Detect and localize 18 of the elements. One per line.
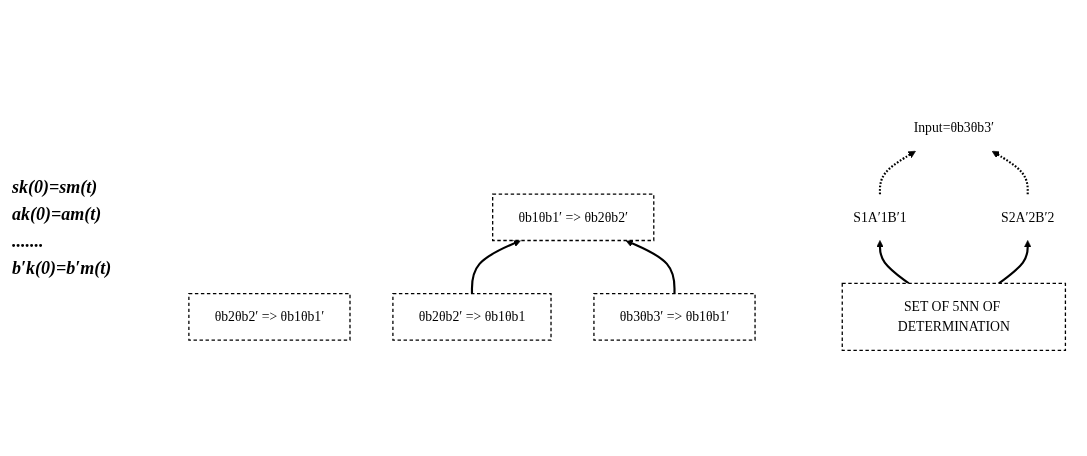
equation-text: ....... (12, 231, 45, 252)
arrow (878, 151, 916, 195)
node-text: Input=θb3θb3′ (913, 120, 995, 136)
node-box: θb2θb2′ => θb1θb1 (392, 293, 552, 342)
node-box: SET OF 5NN OF DETERMINATION (841, 283, 1067, 352)
arrow (998, 240, 1032, 285)
node-text: S1A′1B′1 (853, 209, 907, 225)
arrow (470, 240, 521, 295)
node-box: θb2θb2′ => θb1θb1′ (188, 293, 351, 342)
node-box: θb3θb3′ => θb1θb1′ (593, 293, 756, 342)
arrow (876, 240, 910, 285)
node-text: S2A′2B′2 (1001, 209, 1055, 225)
equation-text: b′k(0)=b′m(t) (12, 258, 113, 279)
equation-text: sk(0)=sm(t) (12, 177, 99, 198)
arrow (625, 240, 676, 295)
node-box: θb1θb1′ => θb2θb2′ (492, 193, 655, 242)
equation-text: ak(0)=am(t) (12, 204, 103, 225)
arrow (991, 151, 1029, 195)
